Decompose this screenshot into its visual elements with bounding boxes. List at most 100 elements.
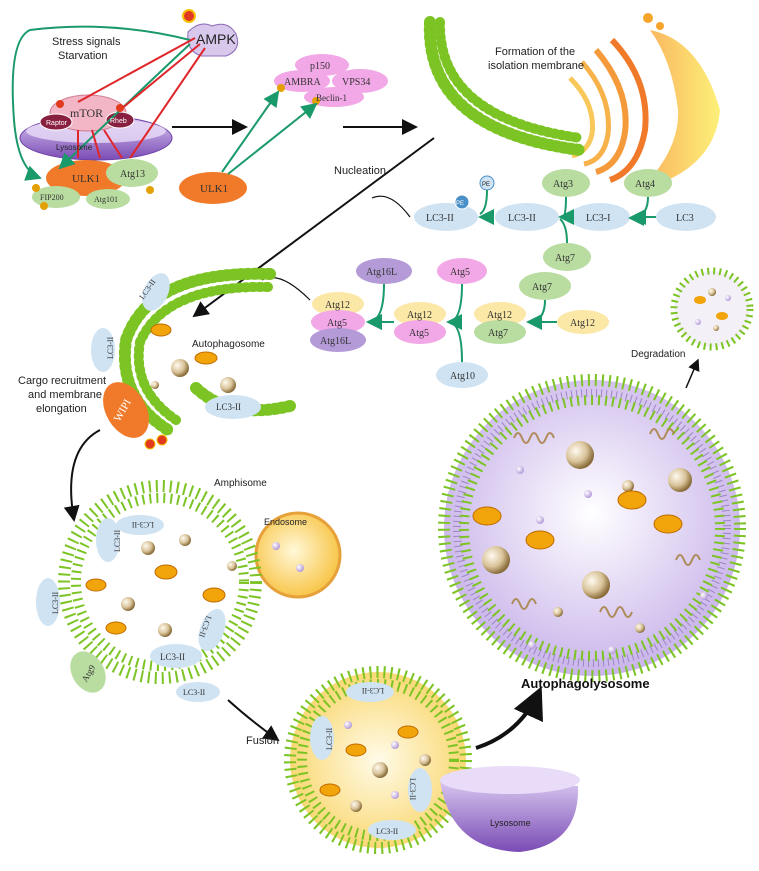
atg12-d-label: Atg12: [570, 318, 595, 329]
lc3ii-label-a: LC3-II: [508, 213, 536, 224]
lysosome-top-label: Lysosome: [56, 143, 93, 152]
lc3ii-amph-e: LC3-II: [160, 652, 185, 662]
lc3ii-fus-c: LC3-II: [408, 778, 417, 801]
isolation-membrane-area: Formation of the isolation membrane: [423, 13, 720, 190]
atg4-node: [624, 169, 672, 197]
lc3-node: [656, 203, 716, 231]
atg12-c-node: [474, 302, 526, 326]
starvation-label: Starvation: [58, 50, 108, 62]
autophagolysosome-label: Autophagolysosome: [521, 676, 650, 691]
atg12-d-node: [557, 310, 609, 334]
atg10-label: Atg10: [450, 371, 475, 382]
endosome-label: Endosome: [264, 517, 307, 527]
lc3ii-amph-a: LC3-II: [113, 529, 122, 552]
ulk1-left-label: ULK1: [72, 173, 100, 185]
atg5-b-node: [394, 320, 446, 344]
atg7-c-label: Atg7: [488, 328, 508, 339]
atg16l-a-node: [310, 328, 366, 352]
atg10-node: [436, 362, 488, 388]
p150-label: p150: [310, 61, 330, 72]
lc3ii-node-a: [495, 203, 559, 231]
lc3ii-label-b: LC3-II: [426, 213, 454, 224]
lc3ii-fus-a: LC3-II: [325, 727, 334, 750]
atg3-node: [542, 169, 590, 197]
degraded-vesicle: [670, 267, 754, 351]
atg7-c-node: [474, 320, 526, 344]
atg16l-a-label: Atg16L: [320, 336, 351, 347]
lc3ii-amph-f: LC3-II: [183, 688, 206, 697]
phospho-ampk: [182, 9, 196, 23]
lc3i-label: LC3-I: [586, 213, 610, 224]
raptor-label: Raptor: [46, 120, 68, 127]
ampk-node: [187, 23, 239, 57]
wipi-node: [103, 382, 149, 438]
atg12-b-node: [394, 302, 446, 326]
fusion-vesicle: LC3-II LC3-II LC3-II LC3-II Lysosome: [284, 666, 580, 854]
atg12-c-label: Atg12: [487, 310, 512, 321]
rheb-label: Rheb: [110, 118, 127, 125]
lc3ii-amph-b: LC3-II: [131, 520, 154, 529]
ulk1-mid-label: ULK1: [200, 183, 228, 195]
mtor-label: mTOR: [70, 106, 103, 120]
atg7-label-a: Atg7: [555, 253, 575, 264]
fip200-label: FIP200: [40, 193, 64, 202]
lc3ii-fus-d: LC3-II: [376, 827, 399, 836]
atg7-node-b: [519, 272, 571, 300]
amphisome-label: Amphisome: [214, 478, 267, 489]
pe-small-a: [454, 194, 470, 210]
atg16l-top-label: Atg16L: [366, 267, 397, 278]
atg101-label: Atg101: [94, 195, 118, 204]
signaling-panel: Stress signals Starvation AMPK mTOR Rapt…: [11, 9, 239, 210]
atg13-label: Atg13: [120, 169, 145, 180]
degradation-label: Degradation: [631, 349, 685, 360]
atg12-a-node: [312, 292, 364, 316]
atg12-b-label: Atg12: [407, 310, 432, 321]
formation-label-2: isolation membrane: [488, 60, 584, 72]
stress-signals-label: Stress signals: [52, 36, 121, 48]
autophagosome: LC3-II LC3-II LC3-II WIPI Autophagosome: [91, 267, 296, 450]
lc3i-node: [570, 203, 630, 231]
atg5-top-label: Atg5: [450, 267, 470, 278]
nucleation-label: Nucleation: [334, 165, 386, 177]
amphisome: LC3-II LC3-II LC3-II LC3-II LC3-II LC3-I…: [36, 478, 342, 702]
pe-label-b: PE: [482, 182, 490, 188]
atg5-a-node: [311, 310, 365, 334]
atg5-b-label: Atg5: [409, 328, 429, 339]
atg9-node: [70, 651, 106, 693]
atg7-label-b: Atg7: [532, 282, 552, 293]
lc3ii-auto-b: LC3-II: [106, 336, 115, 359]
ampk-label: AMPK: [196, 31, 236, 47]
atg12-a-label: Atg12: [325, 300, 350, 311]
pe-label-a: PE: [456, 201, 464, 207]
lc3-label: LC3: [676, 213, 694, 224]
lc3ii-fus-b: LC3-II: [361, 686, 384, 695]
raptor-node: [39, 113, 73, 131]
cargo-label-3: elongation: [36, 403, 87, 415]
atg101-node: [86, 189, 130, 209]
beclin-label: Beclin-1: [316, 93, 347, 103]
autophagosome-label: Autophagosome: [192, 339, 265, 350]
atg5-a-label: Atg5: [327, 318, 347, 329]
formation-label: Formation of the: [495, 46, 575, 58]
ambra-node: [274, 70, 330, 92]
ulk1-mid-node: [179, 172, 247, 204]
atg16l-top-node: [356, 258, 412, 284]
vps34-node: [332, 69, 388, 93]
atg3-label: Atg3: [553, 179, 573, 190]
atg4-label: Atg4: [635, 179, 655, 190]
fusion-label: Fusion: [246, 735, 279, 747]
lc3-conjugation: Atg3 Atg4 LC3 LC3-I LC3-II LC3-II PE PE …: [371, 169, 716, 300]
cargo-label-2: and membrane: [28, 389, 102, 401]
isolation-membrane: [423, 16, 586, 156]
lc3ii-amph-c: LC3-II: [51, 591, 60, 614]
lysosome-bottom-label: Lysosome: [490, 818, 531, 828]
atg7-node-a: [543, 243, 591, 271]
autophagolysosome: Autophagolysosome: [438, 374, 746, 691]
atg12-conjugation: Atg16L Atg5 Atg12 Atg5 Atg16L Atg12 Atg5…: [261, 258, 609, 388]
pi3k-complex: p150 AMBRA VPS34 Beclin-1 ULK1: [179, 54, 388, 204]
cargo-label-1: Cargo recruitment: [18, 375, 106, 387]
lc3ii-pe-node: [414, 203, 478, 231]
vps34-label: VPS34: [342, 77, 370, 88]
